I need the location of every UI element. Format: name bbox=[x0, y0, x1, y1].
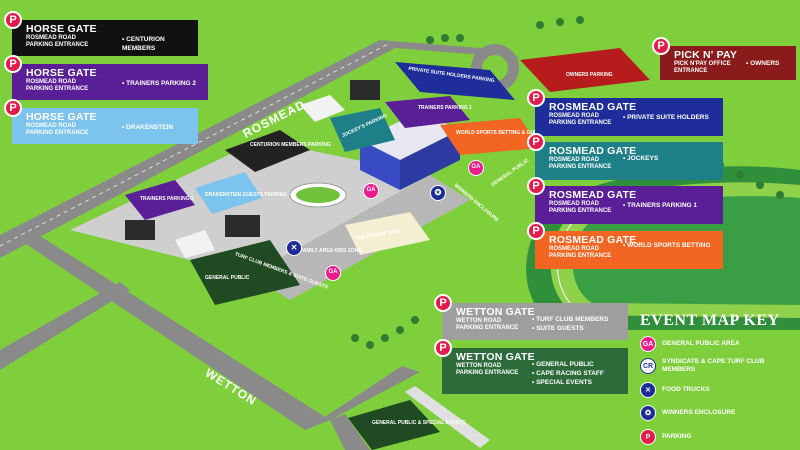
gate-sub1: WETTON ROAD bbox=[456, 318, 502, 324]
gate-item: • CENTURION MEMBERS bbox=[122, 36, 165, 52]
trainers-1-label: TRAINERS PARKING 1 bbox=[418, 105, 472, 111]
parking-icon: P bbox=[434, 339, 452, 357]
parking-icon: P bbox=[527, 222, 545, 240]
gate-item: • TURF CLUB MEMBERS bbox=[532, 316, 609, 323]
key-item-syndicate: CR SYNDICATE & CAPE TURF CLUB MEMBERS bbox=[640, 358, 782, 374]
owners-parking bbox=[520, 48, 650, 92]
gate-item: • WORLD SPORTS BETTING bbox=[623, 242, 711, 249]
parking-icon: P bbox=[527, 133, 545, 151]
gate-sub2: PARKING ENTRANCE bbox=[26, 130, 89, 136]
gate-item: • CAPE RACING STAFF bbox=[532, 370, 604, 377]
gate-item: • PRIVATE SUITE HOLDERS bbox=[623, 114, 709, 121]
gate-sub2: PARKING ENTRANCE bbox=[549, 164, 612, 170]
parking-icon: P bbox=[4, 11, 22, 29]
horse-gate-centurion[interactable]: P HORSE GATE ROSMEAD ROAD PARKING ENTRAN… bbox=[4, 11, 198, 56]
gate-sub2: PARKING ENTRANCE bbox=[456, 370, 519, 376]
parking-icon: P bbox=[4, 55, 22, 73]
ga-icon: GA bbox=[640, 336, 656, 352]
general-special-label: GENERAL PUBLIC & SPECIAL EVENTS bbox=[372, 420, 466, 426]
rosmead-road bbox=[0, 40, 395, 258]
centurion-label: CENTURION MEMBERS PARKING bbox=[250, 142, 331, 148]
gate-title: WETTON GATE bbox=[456, 306, 535, 318]
gate-item: • SUITE GUESTS bbox=[532, 325, 584, 332]
gate-sub1: ROSMEAD ROAD bbox=[549, 157, 600, 163]
key-item-parking: P PARKING bbox=[640, 429, 782, 445]
gate-title: PICK N' PAY bbox=[674, 49, 738, 61]
gate-title: HORSE GATE bbox=[26, 67, 97, 79]
private-suite-parking bbox=[395, 62, 515, 100]
parking-icon: P bbox=[640, 429, 656, 445]
central-platform bbox=[70, 140, 430, 275]
gate-sub2: PARKING ENTRANCE bbox=[549, 253, 612, 259]
parking-icon: P bbox=[652, 37, 670, 55]
parking-icon: P bbox=[527, 89, 545, 107]
gate-sub2: ENTRANCE bbox=[674, 68, 708, 74]
ga-marker[interactable]: GA bbox=[468, 160, 484, 176]
winners-icon[interactable]: ✪ bbox=[430, 185, 446, 201]
gate-title: ROSMEAD GATE bbox=[549, 234, 637, 246]
gate-title: ROSMEAD GATE bbox=[549, 189, 637, 201]
key-title: EVENT MAP KEY bbox=[640, 312, 780, 329]
horse-gate-trainers-2[interactable]: P HORSE GATE ROSMEAD ROAD PARKING ENTRAN… bbox=[4, 55, 208, 100]
gate-sub1: ROSMEAD ROAD bbox=[549, 246, 600, 252]
rosmead-gate-private-suite[interactable]: P ROSMEAD GATE ROSMEAD ROAD PARKING ENTR… bbox=[527, 89, 723, 136]
syndicate-icon: CR bbox=[640, 358, 656, 374]
gate-item: • JOCKEYS bbox=[623, 155, 659, 162]
gate-title: ROSMEAD GATE bbox=[549, 145, 637, 157]
trainers-2-label: TRAINERS PARKING 2 bbox=[140, 196, 194, 202]
ga-marker[interactable]: GA bbox=[325, 265, 341, 281]
gate-sub1: PICK N'PAY OFFICE bbox=[674, 61, 731, 67]
gate-sub1: ROSMEAD ROAD bbox=[26, 35, 77, 41]
gate-item: • TRAINERS PARKING 1 bbox=[623, 202, 698, 209]
gate-title: HORSE GATE bbox=[26, 111, 97, 123]
gate-title: ROSMEAD GATE bbox=[549, 101, 637, 113]
gate-sub2: PARKING ENTRANCE bbox=[549, 120, 612, 126]
general-public-parking bbox=[348, 400, 440, 450]
gate-item: • TRAINERS PARKING 2 bbox=[122, 80, 197, 87]
general-public-label: GENERAL PUBLIC bbox=[205, 275, 250, 281]
gate-title: HORSE GATE bbox=[26, 23, 97, 35]
gate-item: • DRAKENSTEIN bbox=[122, 124, 174, 131]
rosmead-gate-jockeys[interactable]: P ROSMEAD GATE ROSMEAD ROAD PARKING ENTR… bbox=[527, 133, 723, 180]
gate-sub1: ROSMEAD ROAD bbox=[549, 113, 600, 119]
gate-sub2: PARKING ENTRANCE bbox=[26, 86, 89, 92]
owners-parking-label: OWNERS PARKING bbox=[566, 72, 613, 78]
wetton-road bbox=[20, 236, 330, 430]
gate-sub2: PARKING ENTRANCE bbox=[26, 42, 89, 48]
gate-sub1: WETTON ROAD bbox=[456, 363, 502, 369]
gate-sub1: ROSMEAD ROAD bbox=[26, 79, 77, 85]
wetton-gate-general-public[interactable]: P WETTON GATE WETTON ROAD PARKING ENTRAN… bbox=[434, 339, 628, 394]
gate-sub1: ROSMEAD ROAD bbox=[549, 201, 600, 207]
gate-title: WETTON GATE bbox=[456, 351, 535, 363]
parking-icon: P bbox=[434, 294, 452, 312]
horse-gate-drakenstein[interactable]: P HORSE GATE ROSMEAD ROAD PARKING ENTRAN… bbox=[4, 99, 198, 144]
food-trucks-icon: ✕ bbox=[640, 382, 656, 398]
gate-item: • GENERAL PUBLIC bbox=[532, 361, 594, 368]
gate-sub2: PARKING ENTRANCE bbox=[456, 325, 519, 331]
turf-club-parking bbox=[190, 240, 300, 305]
gate-item: • OWNERS bbox=[746, 60, 780, 67]
ga-marker[interactable]: GA bbox=[363, 183, 379, 199]
rosmead-gate-world-sports[interactable]: P ROSMEAD GATE ROSMEAD ROAD PARKING ENTR… bbox=[527, 222, 723, 269]
world-sports-label: WORLD SPORTS BETTING & GUESTS bbox=[456, 130, 548, 136]
gate-sub2: PARKING ENTRANCE bbox=[549, 208, 612, 214]
event-map-key: EVENT MAP KEY GA GENERAL PUBLIC AREA CR … bbox=[640, 312, 796, 446]
key-item-winners: ✪ WINNERS ENCLOSURE bbox=[640, 405, 782, 421]
parking-icon: P bbox=[4, 99, 22, 117]
winners-icon: ✪ bbox=[640, 405, 656, 421]
pick-n-pay-gate[interactable]: P PICK N' PAY PICK N'PAY OFFICE ENTRANCE… bbox=[652, 37, 796, 80]
drakenstein-label: DRAKENSTEIN GUESTS PARKING bbox=[205, 192, 288, 198]
family-area-label: FAMILY AREA KIDS ZONE bbox=[300, 248, 362, 254]
gate-sub1: ROSMEAD ROAD bbox=[26, 123, 77, 129]
food-trucks-icon[interactable]: ✕ bbox=[286, 240, 302, 256]
key-item-general-public: GA GENERAL PUBLIC AREA bbox=[640, 336, 782, 352]
key-item-food-trucks: ✕ FOOD TRUCKS bbox=[640, 382, 782, 398]
rosmead-gate-trainers-1[interactable]: P ROSMEAD GATE ROSMEAD ROAD PARKING ENTR… bbox=[527, 177, 723, 224]
wetton-gate-turf-club[interactable]: P WETTON GATE WETTON ROAD PARKING ENTRAN… bbox=[434, 294, 628, 340]
parking-icon: P bbox=[527, 177, 545, 195]
gate-item: • SPECIAL EVENTS bbox=[532, 379, 592, 386]
